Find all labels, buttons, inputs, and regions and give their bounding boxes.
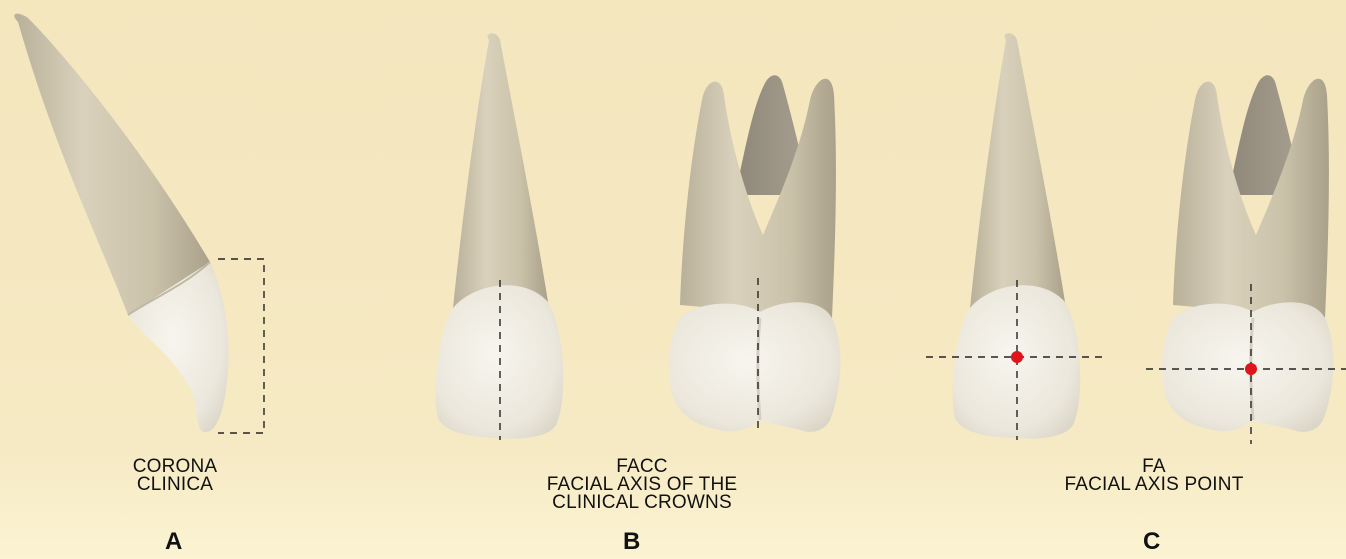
panel-letter-c: C xyxy=(1143,528,1160,556)
panel-letter-b: B xyxy=(623,528,640,556)
caption-b: FACC FACIAL AXIS OF THE CLINICAL CROWNS xyxy=(522,458,762,512)
caption-a: CORONA CLINICA xyxy=(85,458,265,494)
caption-c: FA FACIAL AXIS POINT xyxy=(1034,458,1274,494)
caption-a-line-2: CLINICA xyxy=(85,476,265,494)
panel-letter-a: A xyxy=(165,528,182,556)
fa-point-premolar xyxy=(1245,363,1257,375)
caption-c-line-2: FACIAL AXIS POINT xyxy=(1034,476,1274,494)
fa-point-incisor xyxy=(1011,351,1023,363)
caption-b-line-3: CLINICAL CROWNS xyxy=(522,494,762,512)
premolar-b-crown xyxy=(669,302,840,432)
